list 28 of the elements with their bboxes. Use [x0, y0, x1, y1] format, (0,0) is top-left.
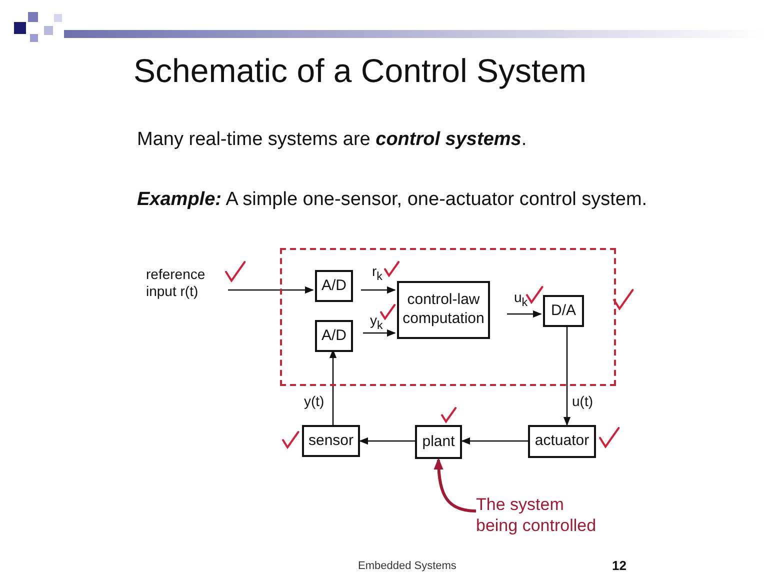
edge-label: y$_{k}$ [370, 313, 383, 332]
footer-text: Embedded Systems [358, 560, 456, 572]
arrow [507, 310, 542, 318]
converter-box: A/D [315, 270, 353, 302]
curved-arrow [434, 458, 476, 512]
edge-label: u$_{k}$ [514, 290, 528, 308]
process-box: sensor [302, 425, 360, 457]
edge-label: r$_{k}$ [372, 264, 382, 282]
process-box: actuator [528, 425, 596, 458]
callout-text: The system being controlled [476, 490, 600, 540]
dashed-boundary [280, 248, 616, 386]
arrow [563, 325, 571, 426]
slide-title: Schematic of a Control System [132, 52, 588, 90]
process-box: control-law computation [397, 281, 490, 339]
edge-label: u(t) [572, 394, 593, 408]
intro-text: Many real-time systems are control systems. [137, 129, 527, 151]
converter-box: A/D [315, 320, 353, 352]
arrow [461, 437, 528, 445]
example-text: Example: A simple one-sensor, one-actuator control system. [137, 189, 648, 211]
edge-label: y(t) [304, 394, 324, 408]
process-box: plant [415, 425, 462, 459]
arrow [228, 286, 314, 294]
arrow [363, 329, 396, 337]
page-number: 12 [612, 558, 626, 573]
converter-box: D/A [543, 295, 584, 327]
arrow [359, 437, 415, 445]
input-label: reference input r(t) [146, 261, 222, 305]
arrow [361, 286, 396, 294]
